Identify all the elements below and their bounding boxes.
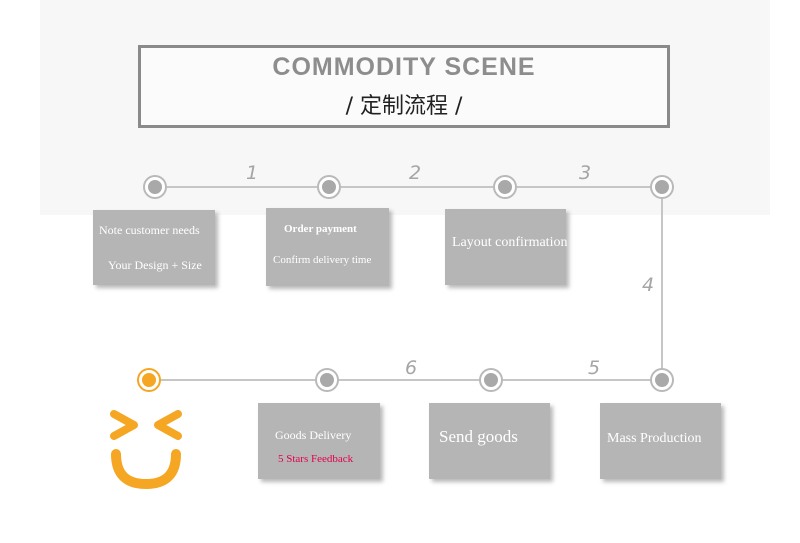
card-delivery-feedback: 5 Stars Feedback <box>278 453 354 465</box>
step-number-1: 1 <box>246 162 259 184</box>
card-mass-production: Mass Production <box>600 403 721 479</box>
step-number-3: 3 <box>579 162 592 184</box>
card-note-customer-needs: Note customer needs Your Design + Size <box>93 210 215 285</box>
connector-bottom <box>149 379 662 381</box>
card-payment-line1: Order payment <box>284 223 357 235</box>
card-note-line1: Note customer needs <box>99 223 200 237</box>
step-node-2 <box>319 177 339 197</box>
card-delivery-line1: Goods Delivery <box>275 428 352 442</box>
card-send-line1: Send goods <box>439 427 518 446</box>
step-node-5 <box>652 370 672 390</box>
step-node-6 <box>481 370 501 390</box>
step-number-5: 5 <box>588 357 601 379</box>
title-box: COMMODITY SCENE / 定制流程 / <box>138 45 670 128</box>
step-number-6: 6 <box>405 357 418 379</box>
step-node-1 <box>145 177 165 197</box>
step-node-final <box>139 370 159 390</box>
card-payment-line2: Confirm delivery time <box>273 254 372 266</box>
step-node-7 <box>317 370 337 390</box>
page-title: COMMODITY SCENE <box>272 53 536 81</box>
connector-right <box>661 187 663 380</box>
smiley-face-icon <box>110 410 182 490</box>
card-layout-line1: Layout confirmation <box>452 235 568 250</box>
card-order-payment: Order payment Confirm delivery time <box>266 208 389 286</box>
step-number-4: 4 <box>642 274 655 296</box>
card-goods-delivery: Goods Delivery 5 Stars Feedback <box>258 403 380 479</box>
step-node-3 <box>495 177 515 197</box>
step-node-4 <box>652 177 672 197</box>
card-mass-line1: Mass Production <box>607 431 702 446</box>
connector-top <box>155 186 662 188</box>
page-subtitle: / 定制流程 / <box>345 94 463 119</box>
card-send-goods: Send goods <box>429 403 550 479</box>
card-note-line2: Your Design + Size <box>108 258 202 272</box>
step-number-2: 2 <box>409 162 422 184</box>
card-layout-confirmation: Layout confirmation <box>445 209 568 285</box>
